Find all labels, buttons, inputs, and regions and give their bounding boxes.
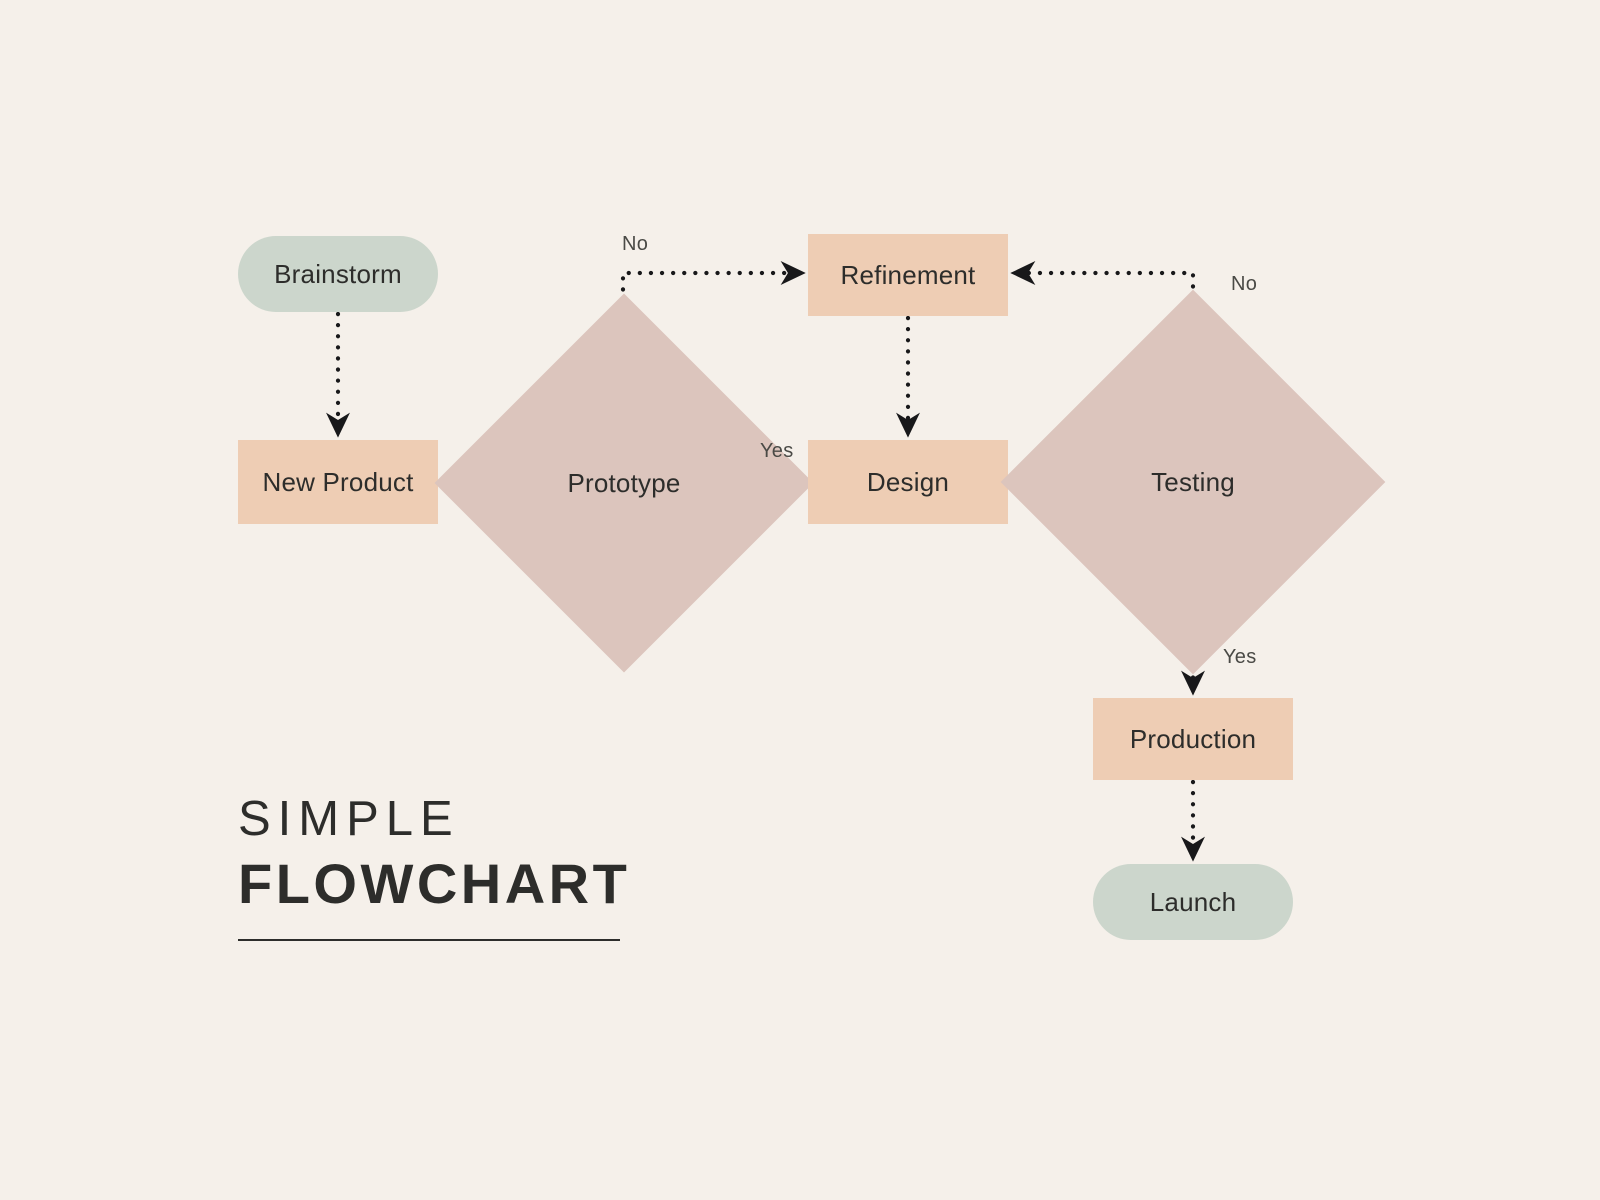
- node-brainstorm-label: Brainstorm: [274, 258, 402, 289]
- node-prototype-label: Prototype: [567, 467, 681, 498]
- node-design-label: Design: [866, 466, 950, 497]
- node-testing-label: Testing: [1151, 466, 1235, 497]
- node-launch[interactable]: Launch: [1093, 864, 1293, 940]
- node-new-product-label: New Product: [262, 466, 414, 497]
- node-new-product[interactable]: New Product: [238, 440, 438, 524]
- node-design[interactable]: Design: [808, 440, 1008, 524]
- node-brainstorm[interactable]: Brainstorm: [238, 236, 438, 312]
- page-title-line-2: FLOWCHART: [238, 852, 631, 915]
- node-production-label: Production: [1129, 723, 1257, 754]
- node-launch-label: Launch: [1149, 886, 1237, 917]
- title-block: SIMPLE FLOWCHART: [238, 795, 630, 941]
- node-production[interactable]: Production: [1093, 698, 1293, 780]
- edge-label-prototype-no: No: [622, 233, 649, 255]
- node-prototype[interactable]: Prototype: [434, 293, 814, 673]
- node-testing[interactable]: Testing: [1000, 289, 1386, 675]
- edge-label-prototype-yes: Yes: [760, 440, 794, 462]
- node-refinement[interactable]: Refinement: [808, 234, 1008, 316]
- title-divider-rule: [238, 939, 620, 941]
- edge-label-testing-no: No: [1231, 273, 1258, 295]
- page-title-line-1: SIMPLE: [238, 792, 460, 846]
- edge-label-testing-yes: Yes: [1223, 646, 1257, 668]
- node-refinement-label: Refinement: [840, 259, 976, 290]
